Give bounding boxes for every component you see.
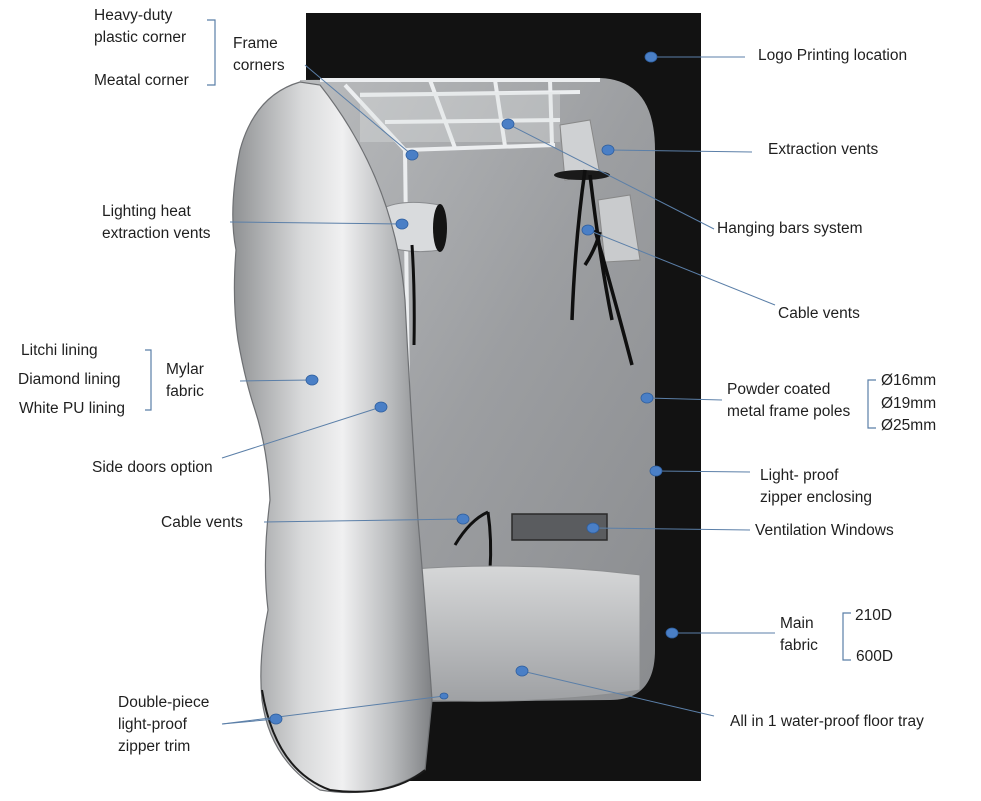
lighting-vent-cable [410,244,416,346]
label-pole-16: Ø16mm [881,372,937,389]
label-cable-vents-right: Cable vents [778,305,860,322]
label-floor-tray: All in 1 water-proof floor tray [730,713,924,730]
cable-vent-sleeve [597,194,641,263]
extraction-vent-opening [554,170,610,180]
label-metal-corner: Meatal corner [94,72,189,89]
label-extraction-vents: Extraction vents [768,141,879,158]
label-white-pu-lining: White PU lining [19,400,125,417]
label-main-fabric-line2: fabric [780,637,818,654]
label-heavy-duty-corner-line2: plastic corner [94,29,187,46]
label-heavy-duty-corner-line1: Heavy-duty [94,7,173,24]
label-logo-printing: Logo Printing location [758,47,908,64]
ceiling-panel [360,92,560,142]
label-pole-25: Ø25mm [881,417,937,434]
lower-cable-vent [453,510,489,546]
label-double-piece-line3: zipper trim [118,738,191,755]
label-diamond-lining: Diamond lining [18,371,121,388]
label-zipper-line1: Light- proof [760,467,839,484]
label-mylar-line1: Mylar [166,361,204,378]
label-hanging-bars: Hanging bars system [717,220,863,237]
label-ventilation-windows: Ventilation Windows [755,522,894,539]
door-zipper-trim [261,689,426,793]
label-side-doors: Side doors option [92,459,213,476]
label-brackets [145,19,876,661]
label-fabric-210d: 210D [855,607,893,624]
lighting-vent-opening [433,204,447,252]
floor-tray [399,565,641,702]
label-frame-corners-line1: Frame [233,35,278,52]
callout-markers [269,51,679,725]
label-mylar-line2: fabric [166,383,204,400]
label-litchi-lining: Litchi lining [21,342,98,359]
label-lighting-heat-line1: Lighting heat [102,203,191,220]
label-main-fabric-line1: Main [780,615,814,632]
mylar-door-flap [232,81,433,794]
label-double-piece-line2: light-proof [118,716,187,733]
label-fabric-600d: 600D [856,648,894,665]
label-lighting-heat-line2: extraction vents [102,225,211,242]
label-frame-corners-line2: corners [233,57,285,74]
label-double-piece-line1: Double-piece [118,694,210,711]
label-zipper-line2: zipper enclosing [760,489,873,506]
label-pole-19: Ø19mm [881,395,937,412]
lower-cable-vent-cord [486,511,493,571]
label-poles-line2: metal frame poles [727,403,851,420]
label-cable-vents-left: Cable vents [161,514,243,531]
label-poles-line1: Powder coated [727,381,831,398]
leader-lines [221,56,776,725]
